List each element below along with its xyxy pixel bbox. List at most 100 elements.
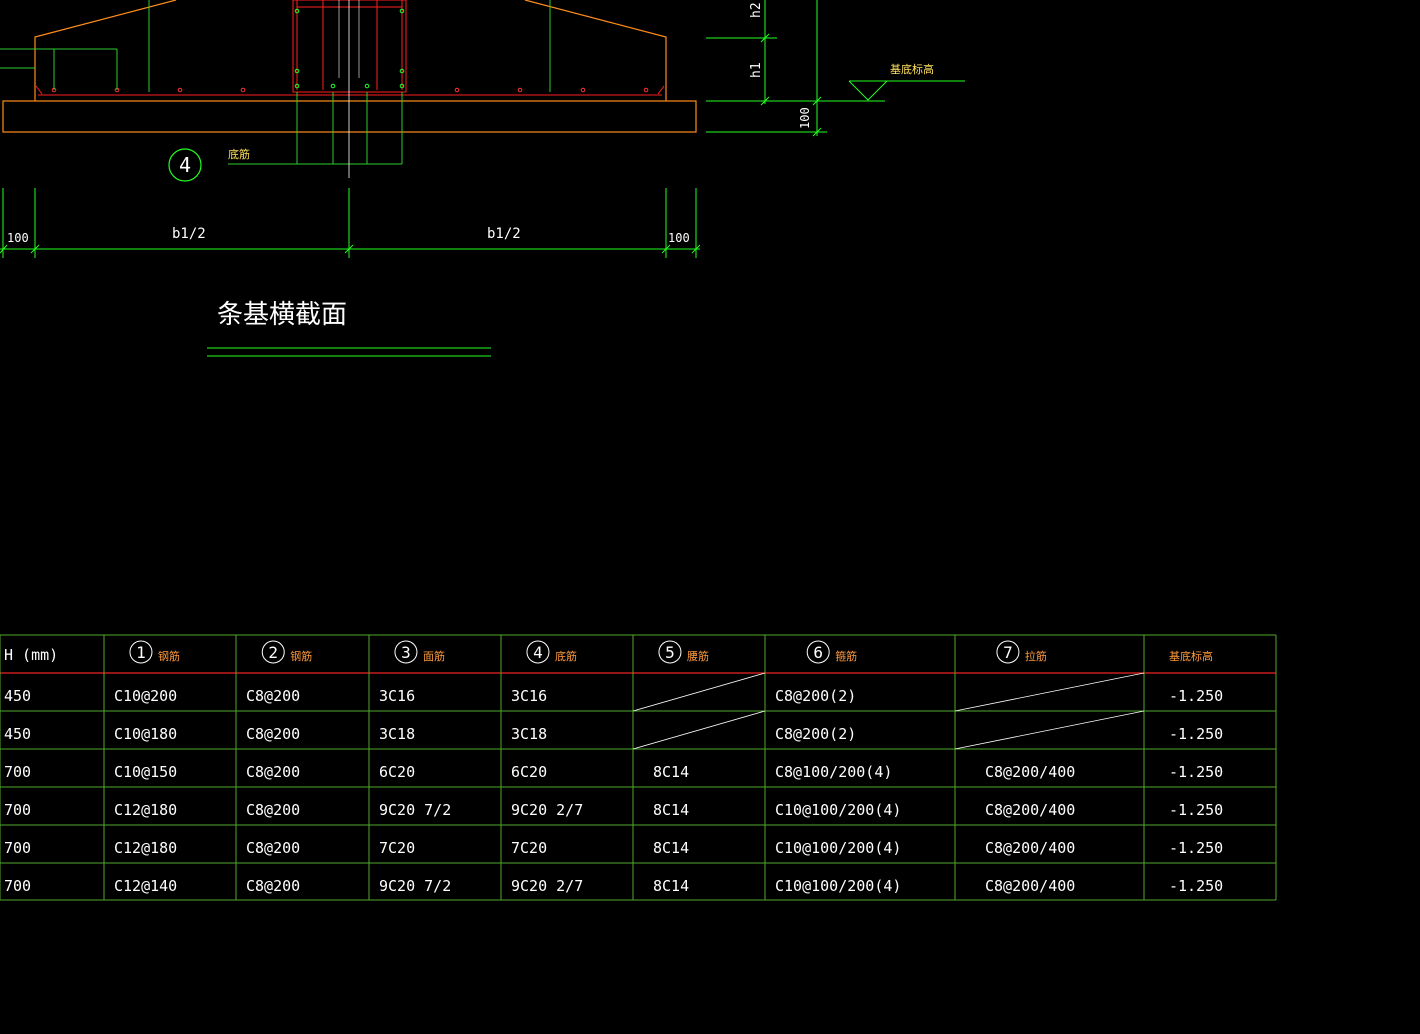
table-cell: C8@200: [246, 763, 300, 781]
header-label: 腰筋: [687, 649, 709, 663]
header-label: 拉筋: [1025, 649, 1047, 663]
header-number-circle: [394, 640, 418, 664]
table-cell: C8@200: [246, 839, 300, 857]
table-cell: 8C14: [653, 801, 689, 819]
base-elevation-label: 基底标高: [890, 62, 934, 76]
base-thickness-label: 100: [798, 107, 812, 129]
table-cell: -1.250: [1169, 725, 1223, 743]
h2-label: h2: [749, 2, 764, 18]
elevation-triangle: [848, 80, 888, 101]
table-cell: 9C20 7/2: [379, 877, 451, 895]
table-header-cell: 3 面筋: [394, 640, 445, 664]
table-cell: 6C20: [511, 763, 547, 781]
dim-left-half: b1/2: [172, 226, 206, 242]
table-cell: C12@140: [114, 877, 177, 895]
table-cell: 3C18: [379, 725, 415, 743]
table-cell: 8C14: [653, 839, 689, 857]
table-header-cell: 7 拉筋: [996, 640, 1047, 664]
table-cell: C12@180: [114, 839, 177, 857]
right-sloped-top: [524, 0, 667, 101]
section-title: 条基横截面: [217, 300, 347, 330]
table-cell: C10@100/200(4): [775, 839, 901, 857]
header-number: 2: [268, 643, 278, 662]
table-cell: 3C18: [511, 725, 547, 743]
table-cell: C8@200(2): [775, 725, 856, 743]
table-header-cell: 5 腰筋: [658, 640, 709, 664]
table-cell: C8@200: [246, 877, 300, 895]
header-number: 5: [665, 643, 675, 662]
h1-label: h1: [749, 62, 764, 78]
table-cell: C8@200(2): [775, 687, 856, 705]
table-cell: C10@180: [114, 725, 177, 743]
header-number-circle: [996, 640, 1020, 664]
table-cell: C10@200: [114, 687, 177, 705]
table-cell: 9C20 7/2: [379, 801, 451, 819]
table-cell: 700: [4, 839, 31, 857]
elevation-detail: h2 h1 100 基底标高: [706, 0, 965, 137]
header-number: 1: [136, 643, 146, 662]
header-number: 6: [813, 643, 823, 662]
empty-cell-diagonal: [954, 672, 1145, 712]
header-label: 面筋: [423, 649, 445, 663]
callout-number: 4: [179, 153, 191, 177]
table-row: 450 C10@200 C8@200 3C16 3C16 C8@200(2) -1.250: [4, 687, 1223, 705]
empty-cell-diagonal: [632, 710, 766, 750]
table-cell: 9C20 2/7: [511, 801, 583, 819]
table-cell: -1.250: [1169, 877, 1223, 895]
header-number-circle: [658, 640, 682, 664]
table-cell: 9C20 2/7: [511, 877, 583, 895]
table-cell: 700: [4, 877, 31, 895]
header-number: 7: [1003, 643, 1013, 662]
empty-cell-diagonal: [954, 710, 1145, 750]
table-cell: C8@200: [246, 687, 300, 705]
header-label: 钢筋: [290, 649, 312, 663]
table-cell: 7C20: [379, 839, 415, 857]
table-cell: C8@200/400: [985, 763, 1075, 781]
table-header-cell: H (mm): [4, 646, 58, 664]
dim-right-edge: 100: [668, 231, 690, 245]
table-cell: -1.250: [1169, 763, 1223, 781]
table-header-cell: 基底标高: [1169, 649, 1213, 663]
callout-circle: [168, 148, 202, 182]
table-cell: 450: [4, 687, 31, 705]
table-cell: C8@200: [246, 801, 300, 819]
table-cell: C10@150: [114, 763, 177, 781]
table-header-cell: 2 钢筋: [261, 640, 312, 664]
table-cell: C8@200/400: [985, 839, 1075, 857]
header-text: H (mm): [4, 646, 58, 664]
empty-cell-diagonal: [632, 672, 766, 712]
table-cell: 3C16: [511, 687, 547, 705]
callout-label: 底筋: [228, 147, 250, 161]
header-number-circle: [261, 640, 285, 664]
left-sloped-top: [34, 0, 177, 101]
table-cell: -1.250: [1169, 687, 1223, 705]
table-cell: 6C20: [379, 763, 415, 781]
beam-stirrup: [292, 0, 407, 93]
header-number: 3: [401, 643, 411, 662]
table-cell: 7C20: [511, 839, 547, 857]
table-cell: 3C16: [379, 687, 415, 705]
table-cell: 8C14: [653, 763, 689, 781]
rebar-dots: [51, 87, 649, 93]
concrete-outline: [2, 0, 697, 133]
header-label: 底筋: [555, 649, 577, 663]
header-number-circle: [129, 640, 153, 664]
header-number: 4: [533, 643, 543, 662]
table-header-cell: 4 底筋: [526, 640, 577, 664]
foundation-slab: [2, 100, 697, 133]
table-cell: C8@200/400: [985, 801, 1075, 819]
table-cell: C12@180: [114, 801, 177, 819]
table-cell: C8@200: [246, 725, 300, 743]
header-text: 基底标高: [1169, 649, 1213, 663]
header-number-circle: [806, 640, 830, 664]
rebar-lines: [35, 0, 665, 96]
table-cell: C10@100/200(4): [775, 801, 901, 819]
foundation-section: 4 底筋 100 b1/2 b1/2 100 条基横截面: [0, 0, 701, 357]
green-guides: [0, 0, 551, 165]
table-cell: -1.250: [1169, 801, 1223, 819]
